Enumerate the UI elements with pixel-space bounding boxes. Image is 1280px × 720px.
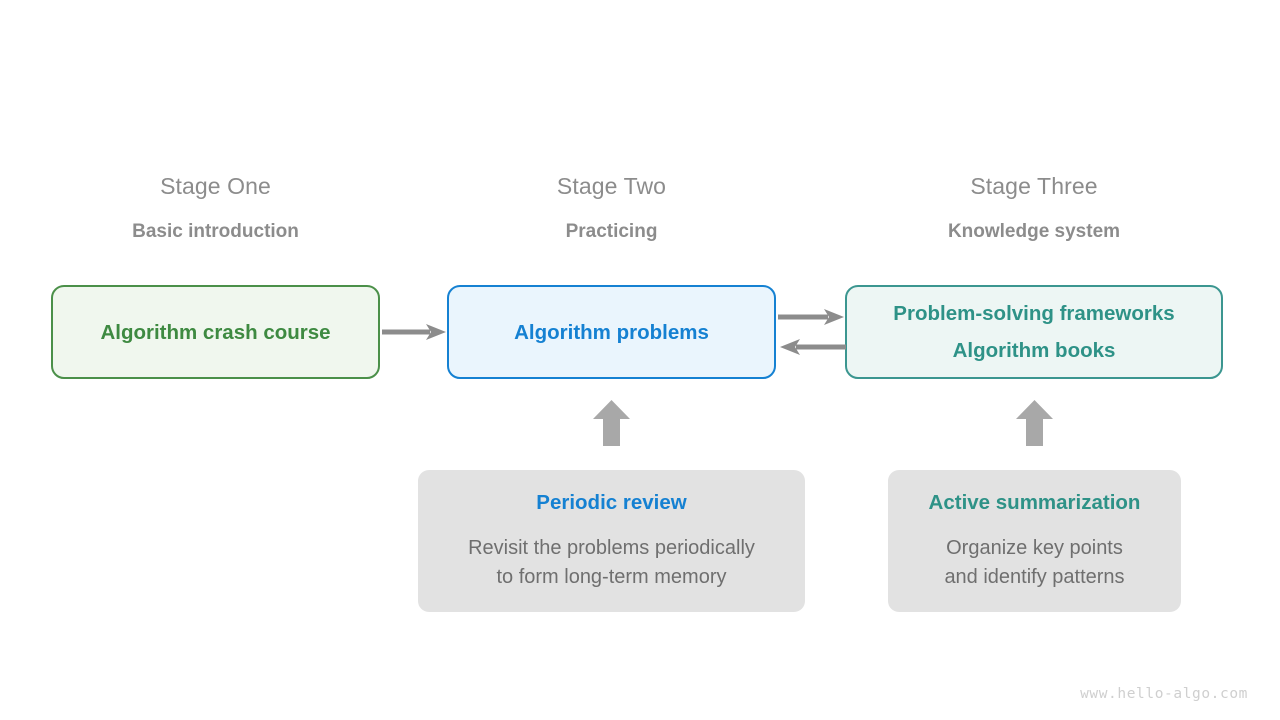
arrow-stage-three-to-stage-two (780, 339, 846, 355)
stage-three-subtitle: Knowledge system (947, 221, 1121, 242)
stage-header-three: Stage Three Knowledge system (845, 172, 1223, 244)
stage-one-title: Stage One (160, 173, 271, 199)
stage-box-one-line-1: Algorithm crash course (100, 320, 331, 344)
stage-box-algorithm-crash-course[interactable]: Algorithm crash course (51, 285, 380, 379)
stage-box-three-line-2: Algorithm books (952, 339, 1116, 362)
support-body-active-summarization: Organize key points and identify pattern… (944, 534, 1124, 592)
stage-header-one: Stage One Basic introduction (51, 172, 380, 244)
support-box-periodic-review[interactable]: Periodic review Revisit the problems per… (418, 470, 805, 612)
support-body-periodic-review: Revisit the problems periodically to for… (468, 534, 755, 592)
arrow-stage-one-to-stage-two (382, 324, 446, 340)
support-body-line-2: to form long-term memory (496, 566, 727, 588)
stage-one-subtitle: Basic introduction (132, 221, 299, 242)
watermark-url: www.hello-algo.com (1080, 686, 1248, 702)
support-body-line-1: Revisit the problems periodically (468, 537, 755, 559)
stage-two-title: Stage Two (556, 173, 667, 199)
support-body-line-2: and identify patterns (944, 566, 1125, 588)
stage-box-knowledge-system[interactable]: Problem-solving frameworks Algorithm boo… (845, 285, 1223, 379)
stage-two-subtitle: Practicing (565, 221, 658, 242)
stage-box-three-line-1: Problem-solving frameworks (893, 302, 1175, 325)
stage-box-algorithm-problems[interactable]: Algorithm problems (447, 285, 776, 379)
block-arrow-active-summarization-to-stage-three (1016, 400, 1053, 446)
support-box-active-summarization[interactable]: Active summarization Organize key points… (888, 470, 1181, 612)
stage-header-two: Stage Two Practicing (447, 172, 776, 244)
support-title-periodic-review: Periodic review (536, 491, 687, 514)
stage-three-title: Stage Three (970, 173, 1098, 199)
arrow-stage-two-to-stage-three (778, 309, 844, 325)
block-arrow-periodic-review-to-stage-two (593, 400, 630, 446)
support-body-line-1: Organize key points (946, 537, 1123, 559)
support-title-active-summarization: Active summarization (928, 491, 1141, 514)
stage-box-two-line-1: Algorithm problems (514, 320, 709, 344)
